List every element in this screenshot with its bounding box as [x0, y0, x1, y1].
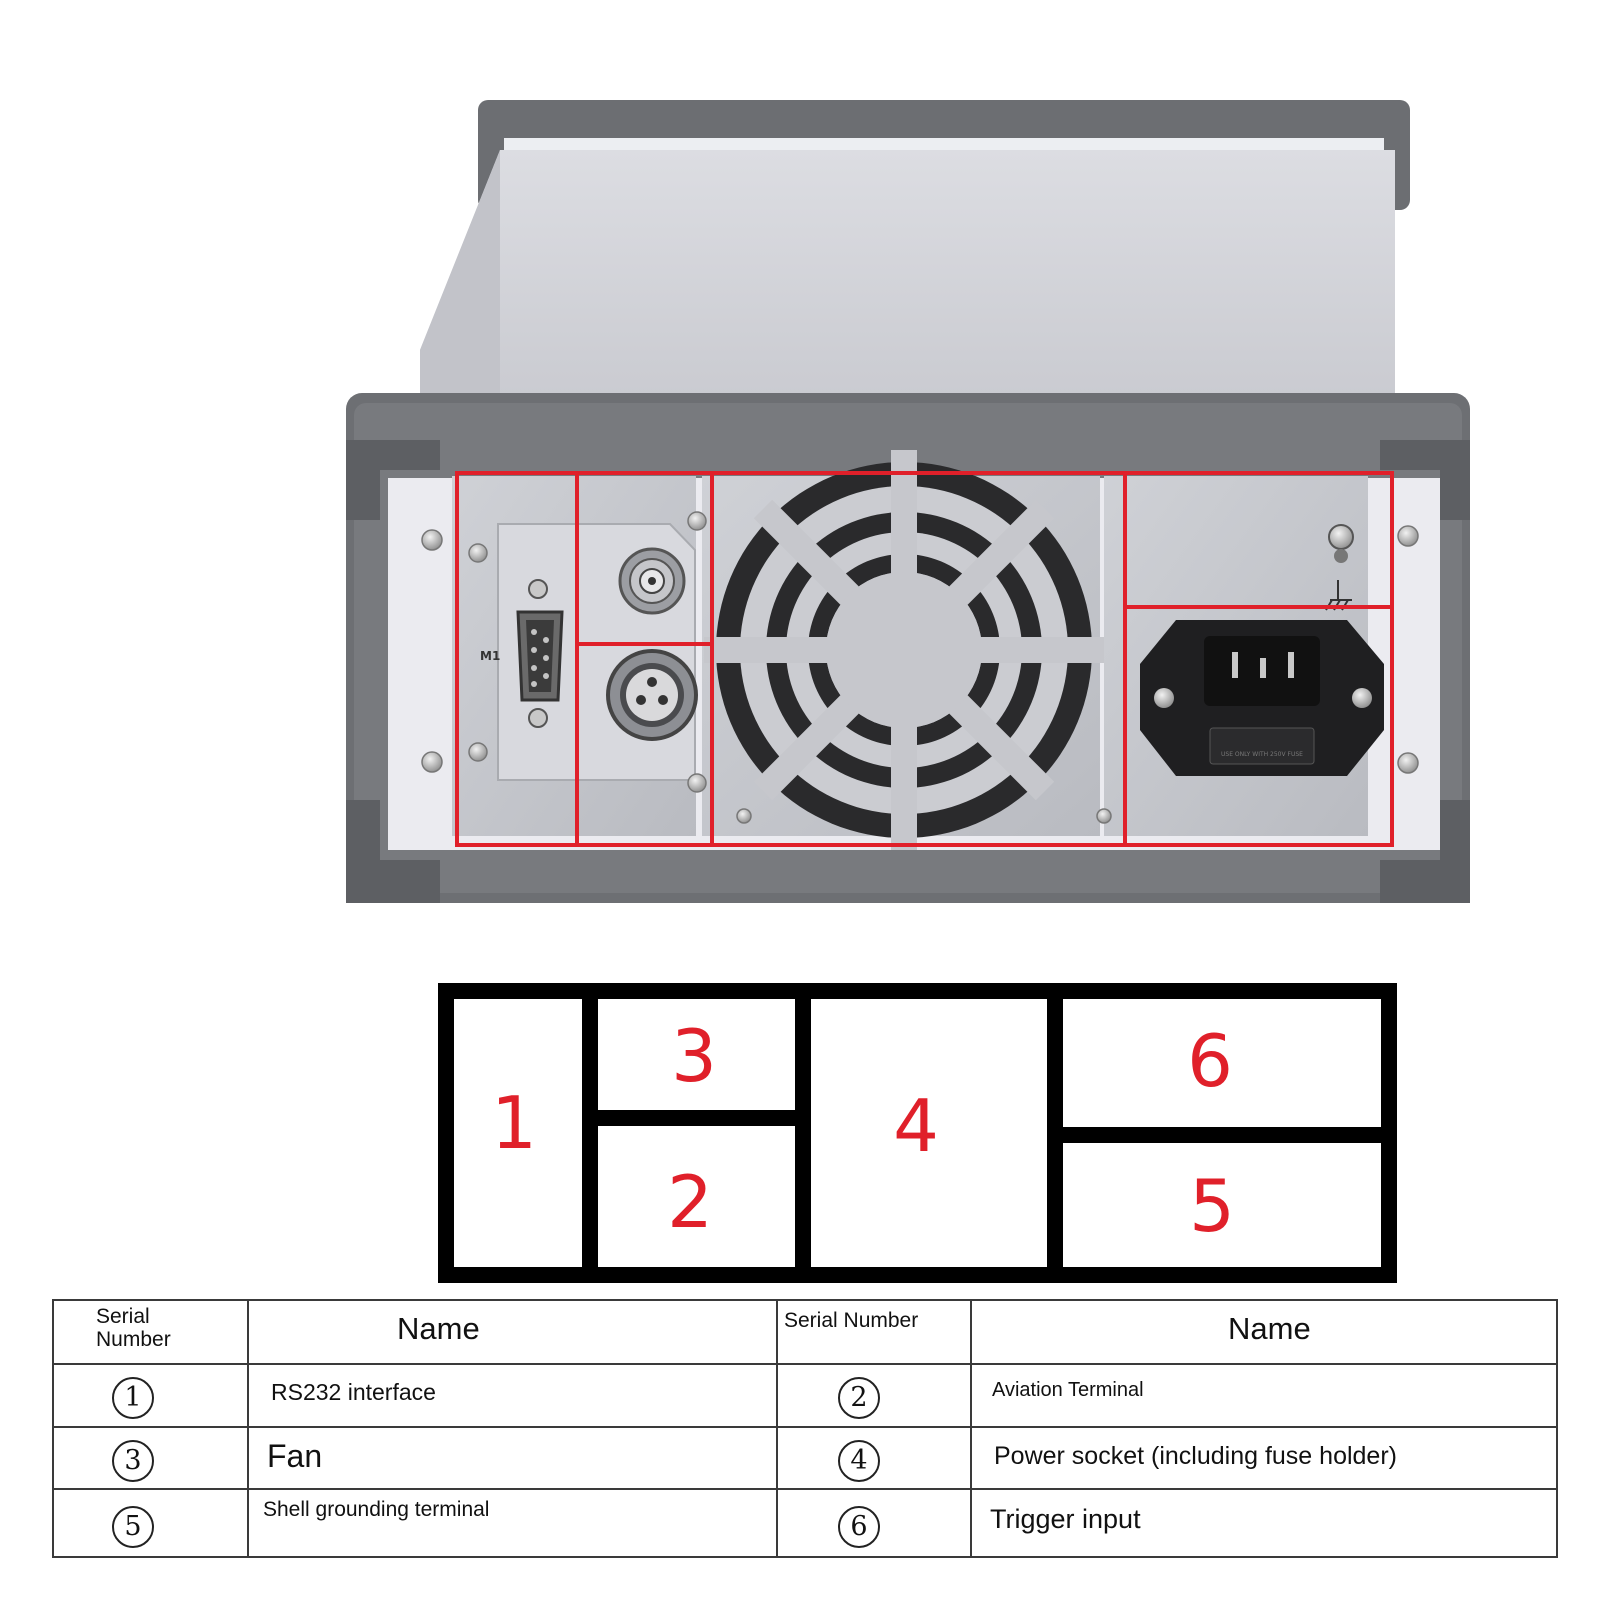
name-cell: Power socket (including fuse holder) — [970, 1426, 1558, 1490]
region-label-4: 4 — [893, 1084, 939, 1168]
divider — [582, 983, 598, 1283]
divider — [1047, 983, 1063, 1283]
panel-screws — [421, 511, 1419, 824]
device-rear-panel-photo: M1 — [346, 100, 1470, 903]
divider — [795, 983, 811, 1283]
divider — [1063, 1127, 1381, 1143]
header-name-right: Name — [970, 1299, 1558, 1365]
region-label-1: 1 — [491, 1081, 537, 1165]
region-label-5: 5 — [1189, 1164, 1235, 1248]
name-cell: RS232 interface — [247, 1363, 778, 1428]
serial-cell: 6 — [776, 1488, 972, 1558]
serial-cell: 4 — [776, 1426, 972, 1490]
bnc-connector — [618, 547, 686, 615]
region-outlines — [455, 471, 1394, 847]
legend-row: 3 Fan 4 Power socket (including fuse hol… — [52, 1426, 1558, 1490]
serial-cell: 2 — [776, 1363, 972, 1428]
name-cell: Trigger input — [970, 1488, 1558, 1558]
name-cell: Fan — [247, 1426, 778, 1490]
region-diagram: 1 3 2 4 6 5 — [438, 983, 1397, 1283]
region-label-6: 6 — [1187, 1019, 1233, 1103]
aviation-terminal — [606, 649, 698, 741]
serial-cell: 1 — [52, 1363, 249, 1428]
port-label-m1: M1 — [480, 649, 500, 663]
serial-cell: 5 — [52, 1488, 249, 1558]
legend-table: Serial Number Name Serial Number Name 1 … — [52, 1299, 1558, 1558]
region-label-3: 3 — [671, 1014, 717, 1098]
header-name-left: Name — [247, 1299, 778, 1365]
region-label-2: 2 — [667, 1160, 713, 1244]
header-serial-right: Serial Number — [776, 1299, 972, 1365]
fan-grille — [704, 450, 1104, 850]
ground-terminal — [1325, 524, 1354, 611]
serial-cell: 3 — [52, 1426, 249, 1490]
legend-row: 1 RS232 interface 2 Aviation Terminal — [52, 1363, 1558, 1428]
divider — [598, 1110, 795, 1126]
legend-header-row: Serial Number Name Serial Number Name — [52, 1299, 1558, 1365]
header-serial-left: Serial Number — [52, 1299, 249, 1365]
power-socket: USE ONLY WITH 250V FUSE — [1140, 620, 1384, 776]
name-cell: Aviation Terminal — [970, 1363, 1558, 1428]
case-top — [420, 150, 1395, 410]
name-cell: Shell grounding terminal — [247, 1488, 778, 1558]
fuse-holder-label: USE ONLY WITH 250V FUSE — [1221, 751, 1303, 758]
rs232-db9-port — [516, 579, 564, 728]
legend-row: 5 Shell grounding terminal 6 Trigger inp… — [52, 1488, 1558, 1558]
